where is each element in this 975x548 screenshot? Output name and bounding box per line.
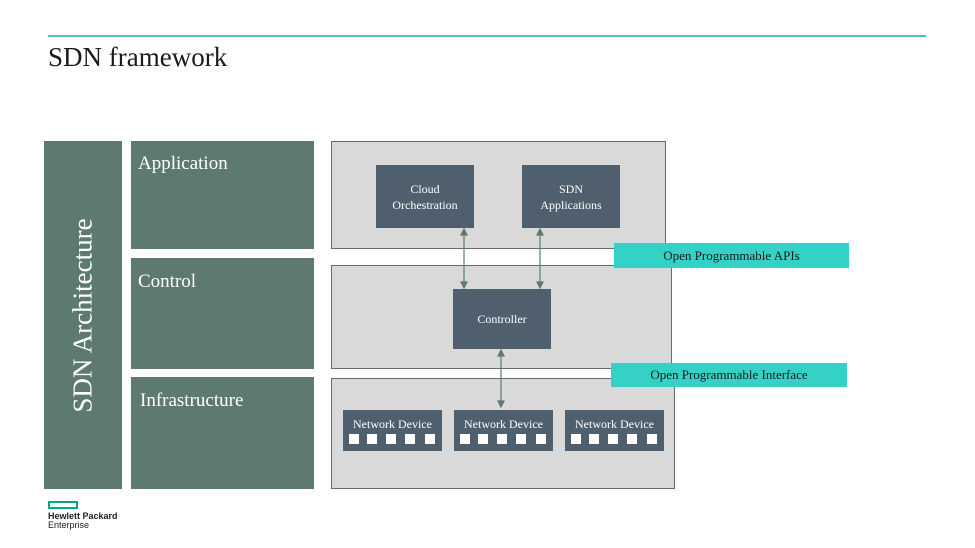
device-port xyxy=(478,434,488,444)
arrowhead-down xyxy=(460,281,468,290)
network-device-label: Network Device xyxy=(575,417,654,431)
network-device-label: Network Device xyxy=(353,417,432,431)
layer-application-label: Application xyxy=(138,153,228,174)
layer-control-label: Control xyxy=(138,271,197,292)
device-port xyxy=(536,434,546,444)
device-port xyxy=(516,434,526,444)
logo-text-line1: Hewlett Packard xyxy=(48,511,118,521)
arrowhead-down xyxy=(497,400,505,409)
network-device-1: Network Device xyxy=(343,410,442,451)
arrowhead-up xyxy=(536,227,544,236)
layer-infrastructure xyxy=(131,377,314,489)
device-port xyxy=(405,434,415,444)
device-port xyxy=(571,434,581,444)
device-port xyxy=(589,434,599,444)
controller-node: Controller xyxy=(453,289,551,349)
device-port xyxy=(460,434,470,444)
device-port xyxy=(425,434,435,444)
device-port xyxy=(647,434,657,444)
network-device-3: Network Device xyxy=(565,410,664,451)
layer-infrastructure-label: Infrastructure xyxy=(140,390,244,411)
sdn-applications-node: SDN Applications xyxy=(522,165,620,228)
layer-gap-2 xyxy=(131,369,314,377)
arrowhead-down xyxy=(536,281,544,290)
architecture-column xyxy=(44,141,122,489)
network-device-label: Network Device xyxy=(464,417,543,431)
layer-control xyxy=(131,258,314,369)
arrowhead-up xyxy=(497,348,505,357)
layer-gap-1 xyxy=(131,249,314,258)
hpe-logo-icon xyxy=(48,501,78,509)
device-port xyxy=(627,434,637,444)
network-device-2: Network Device xyxy=(454,410,553,451)
cloud-orchestration-node: Cloud Orchestration xyxy=(376,165,474,228)
device-port xyxy=(608,434,618,444)
device-port xyxy=(349,434,359,444)
title-rule xyxy=(48,35,926,37)
slide-title: SDN framework xyxy=(48,42,228,72)
layer-application xyxy=(131,141,314,249)
device-port xyxy=(386,434,396,444)
device-port xyxy=(367,434,377,444)
open-programmable-apis-label: Open Programmable APIs xyxy=(614,243,849,268)
arrowhead-up xyxy=(460,227,468,236)
logo-text-line2: Enterprise xyxy=(48,520,90,530)
open-programmable-interface-label: Open Programmable Interface xyxy=(611,363,847,387)
device-port xyxy=(497,434,507,444)
